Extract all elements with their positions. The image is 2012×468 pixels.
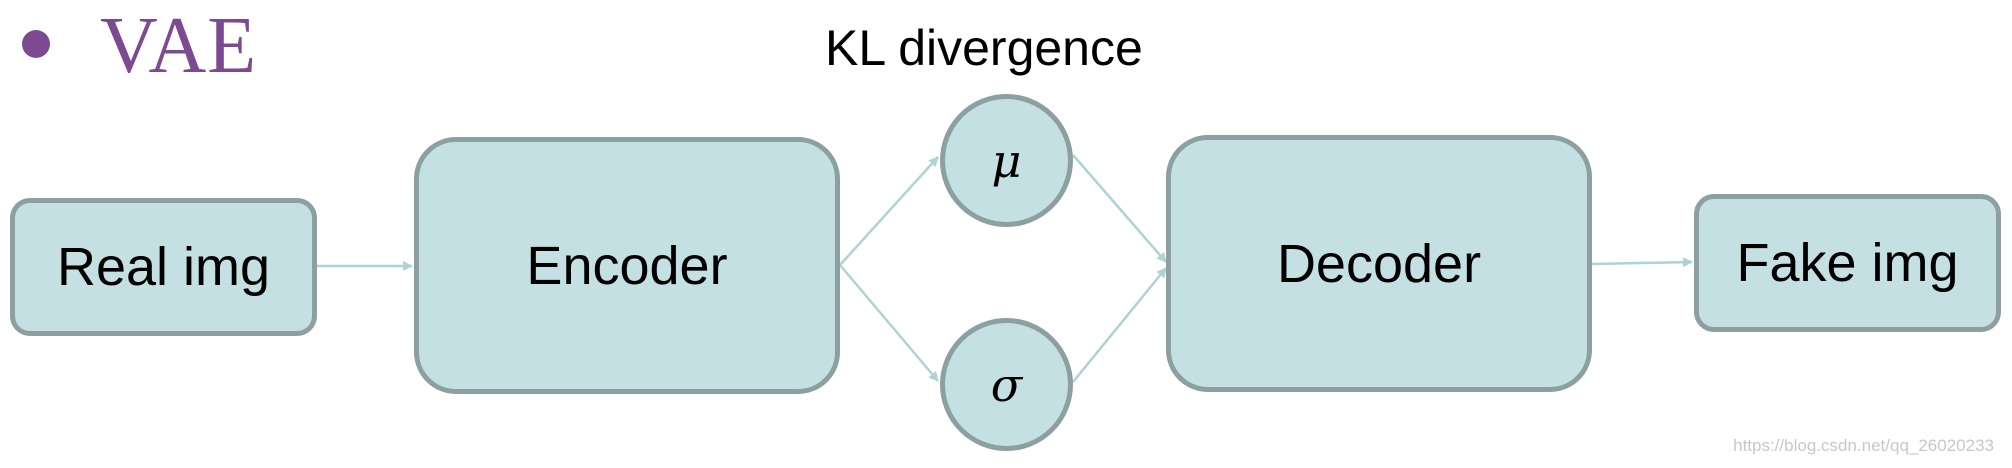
arrow-encoder-to-mu [839,156,939,266]
arrow-mu-to-decoder [1072,154,1167,263]
encoder-node: Encoder [414,137,840,394]
real-img-node: Real img [10,198,317,336]
fake-img-node: Fake img [1694,194,2001,332]
decoder-node: Decoder [1166,135,1592,392]
arrow-encoder-to-sigma [839,264,939,382]
kl-divergence-label: KL divergence [825,20,1143,76]
bullet-dot [22,30,50,58]
watermark-url: https://blog.csdn.net/qq_26020233 [1733,436,1994,455]
arrow-decoder-to-fake [1591,257,1693,268]
mu-node: μ [940,94,1073,227]
sigma-node: σ [940,318,1073,451]
arrow-sigma-to-decoder [1072,267,1167,383]
slide-title: VAE [100,2,258,90]
